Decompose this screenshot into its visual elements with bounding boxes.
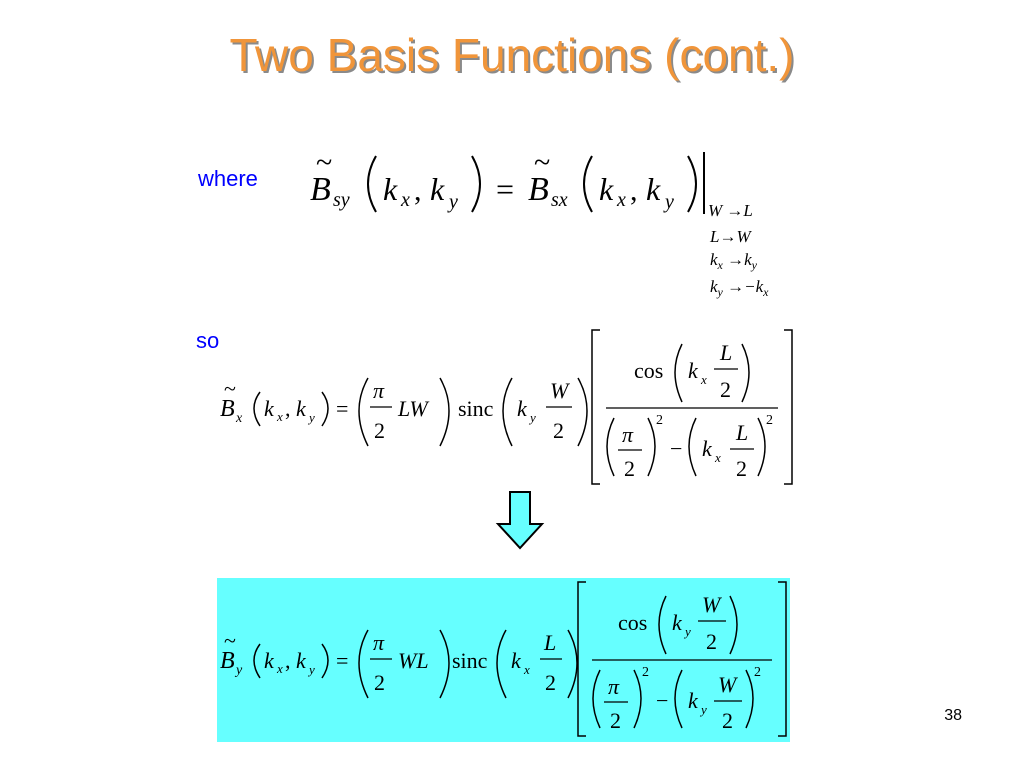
svg-text:2: 2 [656,413,663,428]
svg-text:x: x [700,372,707,387]
svg-text:y: y [307,662,315,677]
svg-text:π: π [608,674,620,699]
eq2-pi: π [373,378,385,403]
svg-text:k: k [296,648,307,673]
svg-text:2: 2 [553,418,564,443]
svg-text:2: 2 [736,456,747,481]
svg-text:k: k [264,396,275,421]
eq1-paren2-r [687,155,697,213]
svg-text:2: 2 [610,708,621,733]
svg-text:W: W [718,672,738,697]
svg-text:=: = [336,648,348,673]
svg-text:2: 2 [642,665,649,680]
eq1-k2: k [430,171,445,207]
svg-text:k: k [296,396,307,421]
eq1-y2: y [663,191,674,213]
eq2-B-sub: x [235,411,243,426]
eq1-sub-rule3: kx →ky [710,250,758,272]
svg-text:π: π [622,422,634,447]
eq1-paren-r [471,155,481,213]
svg-text:2: 2 [374,670,385,695]
eq1-sub-sy: sy [333,189,350,211]
eq1-sub-rule2: L→W [709,227,752,246]
eq1-comma: , [414,174,422,207]
svg-text:2: 2 [754,665,761,680]
svg-text:y: y [683,624,691,639]
svg-text:,: , [285,396,291,421]
svg-text:y: y [307,410,315,425]
svg-text:L: L [735,420,748,445]
svg-text:−: − [656,688,668,713]
eq2-equals: = [336,396,348,421]
eq2-two: 2 [374,418,385,443]
eq1-B-left: B [310,171,331,208]
eq1-sub-rule4: ky →−kx [710,277,769,299]
so-label: so [196,328,220,353]
svg-text:y: y [528,410,536,425]
eq2-minus: − [670,436,682,461]
svg-text:sinc: sinc [452,648,488,673]
svg-text:k: k [511,648,522,673]
svg-text:π: π [373,630,385,655]
eq3-L: L [543,630,556,655]
svg-text:B: B [220,648,235,674]
svg-text:cos: cos [618,610,647,635]
svg-text:2: 2 [545,670,556,695]
svg-text:k: k [688,358,699,383]
page-number: 38 [944,707,962,724]
slide-title: Two Basis Functions (cont.) [229,29,795,81]
eq1-sub-rule1: W →L [708,201,753,220]
eq1-x: x [400,189,410,211]
svg-text:2: 2 [624,456,635,481]
eq1-sub-sx: sx [551,189,568,211]
eq3-W: W [702,592,722,617]
eq2-L: L [719,340,732,365]
svg-text:k: k [264,648,275,673]
eq1-k: k [383,171,398,207]
eq1-k3: k [599,171,614,207]
svg-text:y: y [699,702,707,717]
eq2-cos: cos [634,358,663,383]
eq1-tilde-right: ~ [534,146,550,179]
svg-text:2: 2 [722,708,733,733]
svg-text:k: k [517,396,528,421]
where-label: where [198,166,258,191]
svg-text:x: x [714,450,721,465]
eq1-tilde-left: ~ [316,146,332,179]
eq2-sinc: sinc [458,396,494,421]
svg-text:x: x [523,662,530,677]
svg-text:k: k [702,436,713,461]
svg-text:~: ~ [224,628,236,653]
eq1-B-right: B [528,171,549,208]
svg-text:2: 2 [766,413,773,428]
eq2-LW: LW [397,396,429,421]
svg-text:,: , [285,648,291,673]
eq1-y: y [447,191,458,213]
eq1-paren [367,155,377,213]
eq2-B: B [220,396,235,422]
svg-text:2: 2 [720,377,731,402]
svg-text:x: x [276,661,283,676]
svg-text:x: x [276,409,283,424]
svg-text:k: k [672,610,683,635]
svg-text:2: 2 [706,629,717,654]
eq1-x2: x [616,189,626,211]
eq1-equals: = [496,171,514,207]
eq1-k4: k [646,171,661,207]
eq2-W: W [550,378,570,403]
eq1-comma2: , [630,174,638,207]
eq1-paren2 [583,155,593,213]
eq3-WL: WL [398,648,429,673]
svg-text:k: k [688,688,699,713]
eq2-tilde: ~ [224,376,236,401]
eq3-B-sub: y [234,663,243,678]
